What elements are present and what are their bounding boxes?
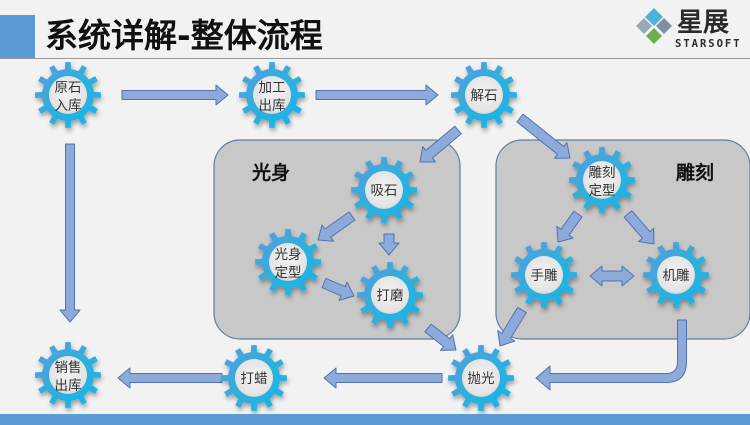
gear-node-damo: 打磨 xyxy=(357,262,423,328)
slide-title: 系统详解-整体流程 xyxy=(45,16,323,55)
group-label-diaoke: 雕刻 xyxy=(676,161,714,184)
gear-label-paoguang-0: 抛光 xyxy=(468,371,495,387)
gear-label-yuanshi-1: 入库 xyxy=(55,98,82,114)
gear-hub xyxy=(657,256,695,294)
arrow-xishi-to-gsdx xyxy=(317,211,356,242)
arrow-damo-to-paoguang xyxy=(424,323,457,351)
gear-label-yuanshi-0: 原石 xyxy=(55,80,82,96)
gear-label-shoudiao-0: 手雕 xyxy=(531,268,559,284)
logo-text-en: STARSOFT xyxy=(675,38,742,50)
gear-label-gsdx-1: 定型 xyxy=(275,265,302,281)
arrow-dkdx-to-shoudiao xyxy=(556,210,583,243)
gear-label-xiaoshou-1: 出库 xyxy=(55,378,82,394)
arrow-shoudiao-to-paoguang xyxy=(497,306,527,347)
logo-diamonds-icon xyxy=(636,8,672,44)
gear-node-xishi: 吸石 xyxy=(351,157,417,223)
arrow-gsdx-to-damo xyxy=(321,277,355,301)
arrow-jiagong-to-jieshi xyxy=(315,84,439,106)
gear-hub xyxy=(49,76,87,114)
gear-node-jidiao: 机雕 xyxy=(643,242,709,308)
gear-hub xyxy=(462,359,500,397)
gear-hub xyxy=(253,76,291,114)
gear-node-paoguang: 抛光 xyxy=(448,345,514,411)
gear-label-xishi-0: 吸石 xyxy=(371,183,398,199)
gears-layer: 原石入库加工出库解石吸石光身定型打磨雕刻定型手雕机雕抛光打蜡销售出库 xyxy=(35,62,709,411)
gear-label-xiaoshou-0: 销售 xyxy=(55,360,82,376)
gear-label-jiagong-0: 加工 xyxy=(259,80,286,96)
gear-label-jidiao-0: 机雕 xyxy=(663,268,691,284)
gear-label-dala-0: 打蜡 xyxy=(241,370,268,387)
group-label-guangshen: 光身 xyxy=(251,161,290,184)
company-logo: 星展 STARSOFT xyxy=(630,4,748,56)
arrow-yuanshi-to-jiagong xyxy=(121,84,229,106)
gear-hub xyxy=(49,356,87,394)
arrow-jieshi-to-xishi xyxy=(419,125,462,163)
logo-text-cn: 星展 xyxy=(677,8,730,38)
gear-hub xyxy=(465,76,503,114)
gear-label-dkdx-0: 雕刻 xyxy=(589,165,616,181)
gear-hub xyxy=(525,256,563,294)
gear-node-shoudiao: 手雕 xyxy=(511,242,577,308)
arrow-paoguang-to-dala xyxy=(323,367,443,389)
gear-hub xyxy=(365,171,403,209)
arrow-jidiao-to-paoguang xyxy=(535,319,687,391)
title-accent-bar xyxy=(0,15,35,58)
gear-hub xyxy=(235,359,273,397)
group-guangshen: 光身 xyxy=(213,139,461,340)
gear-node-dala: 打蜡 xyxy=(221,345,287,411)
arrow-xishi-to-damo xyxy=(378,233,400,256)
arrows-layer xyxy=(59,84,687,391)
gear-label-dkdx-1: 定型 xyxy=(589,183,616,199)
gear-hub xyxy=(583,161,621,199)
double-arrow-shoudiao-to-jidiao xyxy=(589,265,635,287)
gear-hub xyxy=(371,276,409,314)
gear-node-jieshi: 解石 xyxy=(451,62,517,128)
gear-hub xyxy=(269,243,307,281)
arrow-dala-to-xiaoshou xyxy=(117,367,223,389)
arrow-jieshi-to-dkdx xyxy=(516,113,571,159)
arrow-yuanshi-to-xiaoshou xyxy=(59,143,81,323)
arrow-dkdx-to-jidiao xyxy=(623,210,655,245)
title-divider xyxy=(0,58,750,59)
gear-label-jieshi-0: 解石 xyxy=(471,88,498,104)
footer-accent-bar xyxy=(0,414,750,425)
gear-label-jiagong-1: 出库 xyxy=(259,98,286,114)
gear-label-damo-0: 打磨 xyxy=(377,287,404,304)
gear-label-gsdx-0: 光身 xyxy=(275,247,302,263)
